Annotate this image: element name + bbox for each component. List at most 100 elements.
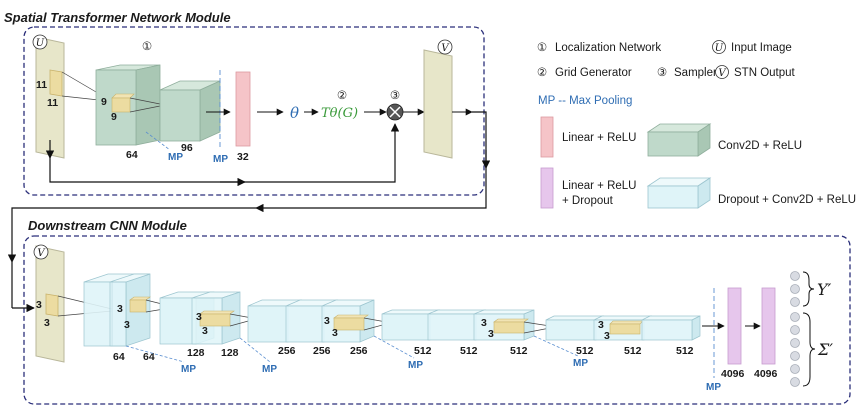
cnn-channels-7: 256 — [350, 345, 368, 357]
stn-fc-layer — [235, 71, 251, 147]
cnn-mp-line-1 — [125, 345, 185, 363]
cnn-mp-label-2: MP — [262, 364, 277, 375]
output-node-s-3 — [790, 338, 800, 348]
cnn-input-kernel-h: 3 — [36, 299, 42, 311]
cnn-channels-12: 512 — [624, 345, 642, 357]
cnn-block3-kernel-w: 3 — [332, 327, 338, 339]
stn-output-symbol-badge — [437, 39, 453, 55]
cnn-fc-units-2: 4096 — [754, 368, 778, 380]
cnn-block4-kernel-w: 3 — [488, 328, 494, 340]
stn-input-image: U 11 11 — [32, 34, 65, 159]
stn-module-border — [23, 26, 485, 196]
legend-sampler-marker: ③ — [657, 67, 667, 79]
cnn-block1-kernel-w: 3 — [124, 319, 130, 331]
cnn-block-2: 3 3 128 128 — [159, 291, 241, 359]
cnn-input-symbol-badge — [33, 244, 49, 260]
legend-input-label: Input Image — [731, 42, 792, 54]
stn-fc-units: 32 — [237, 151, 249, 163]
legend-linear-dropout-label-2: + Dropout — [562, 195, 614, 207]
legend-localization-marker: ① — [537, 42, 547, 54]
legend-stn-output-marker: V — [718, 68, 727, 79]
legend-linear-swatch — [540, 116, 554, 158]
cnn-channels-10: 512 — [510, 345, 528, 357]
legend-stn-output-label: STN Output — [734, 67, 796, 79]
output-node-y-3 — [790, 297, 800, 307]
cnn-channels-1: 64 — [113, 351, 125, 363]
cnn-mp-label-5: MP — [706, 382, 721, 393]
stn-marker-sampler: ③ — [390, 90, 400, 102]
cnn-mp-label-1: MP — [181, 364, 196, 375]
legend-stn-output-badge — [715, 65, 729, 79]
output-node-y-2 — [790, 284, 800, 294]
stn-marker-localization: ① — [142, 41, 152, 53]
legend-dropout-conv-label: Dropout + Conv2D + ReLU — [718, 194, 856, 206]
stn-conv1-projection-lines — [129, 97, 161, 113]
stn-conv-block-1: 9 9 64 — [95, 64, 161, 161]
legend-grid-marker: ② — [537, 67, 547, 79]
legend-dropout-conv-swatch — [646, 177, 712, 209]
cnn-input-image: V 3 3 — [33, 244, 65, 363]
stn-input-symbol: U — [36, 38, 45, 49]
cnn-module-border — [23, 235, 851, 405]
output-node-s-6 — [790, 377, 800, 387]
output-node-s-1 — [790, 312, 800, 322]
stn-conv1-channels: 64 — [126, 149, 138, 161]
cnn-block-4: 3 3 512 512 512 — [381, 309, 535, 357]
cnn-channels-11: 512 — [576, 345, 594, 357]
legend-input-badge — [712, 40, 726, 54]
legend: ① Localization Network U Input Image ② G… — [537, 40, 856, 209]
stn-conv-block-2: 96 — [159, 80, 221, 154]
cnn-channels-6: 256 — [313, 345, 331, 357]
legend-conv-swatch — [646, 123, 712, 157]
legend-input-marker: U — [715, 43, 724, 54]
cnn-block2-kernel-h: 3 — [196, 311, 202, 323]
cnn-channels-2: 64 — [143, 351, 155, 363]
stn-transform: Tθ(G) — [321, 106, 358, 121]
stn-mp-label-1: MP — [168, 152, 183, 163]
output-node-s-4 — [790, 351, 800, 361]
brace-sigma — [802, 312, 816, 387]
legend-conv-label: Conv2D + ReLU — [718, 140, 802, 152]
cnn-block5-kernel-h: 3 — [598, 319, 604, 331]
cnn-mp-label-3: MP — [408, 360, 423, 371]
cnn-block1-kernel-h: 3 — [117, 303, 123, 315]
cnn-block5-kernel-w: 3 — [604, 330, 610, 342]
cnn-mp-line-3 — [373, 335, 415, 359]
output-sigma-label: Σ′ — [817, 340, 833, 359]
cnn-block-5: 3 3 512 512 512 — [545, 315, 701, 357]
cnn-channels-9: 512 — [460, 345, 478, 357]
stn-mp-line-1 — [145, 131, 171, 151]
cnn-channels-3: 128 — [187, 347, 205, 359]
legend-localization-label: Localization Network — [555, 42, 661, 54]
stn-input-kernel-w: 11 — [47, 97, 58, 109]
cnn-block-3: 3 3 256 256 256 — [247, 299, 375, 357]
cnn-input-symbol: V — [37, 248, 46, 259]
stn-conv2-channels: 96 — [181, 142, 193, 154]
stn-mp-label-2: MP — [213, 154, 228, 165]
stn-output-symbol: V — [441, 43, 450, 54]
cnn-block3-kernel-h: 3 — [324, 315, 330, 327]
output-node-s-2 — [790, 325, 800, 335]
cnn-fc-layer-1 — [727, 287, 742, 365]
cnn-input-kernel-w: 3 — [44, 317, 50, 329]
legend-sampler-label: Sampler — [674, 67, 717, 79]
cnn-fc-units-1: 4096 — [721, 368, 745, 380]
legend-grid-label: Grid Generator — [555, 67, 632, 79]
brace-y — [802, 271, 815, 307]
cnn-fc-layer-2 — [761, 287, 776, 365]
cnn-mp-line-2 — [239, 337, 271, 363]
output-node-y-1 — [790, 271, 800, 281]
legend-mp: MP -- Max Pooling — [538, 95, 632, 107]
cnn-block2-kernel-w: 3 — [202, 325, 208, 337]
stn-conv1-kernel-w: 9 — [111, 111, 117, 123]
cnn-output-nodes — [790, 271, 800, 387]
legend-linear-dropout-swatch — [540, 167, 554, 209]
stn-marker-grid: ② — [337, 90, 347, 102]
output-y-label: Y′ — [817, 280, 832, 299]
stn-output-image: V — [423, 39, 453, 159]
stn-input-symbol-badge — [32, 34, 48, 50]
stn-module-title: Spatial Transformer Network Module — [4, 10, 231, 25]
cnn-mp-label-4: MP — [573, 358, 588, 369]
cnn-channels-8: 512 — [414, 345, 432, 357]
